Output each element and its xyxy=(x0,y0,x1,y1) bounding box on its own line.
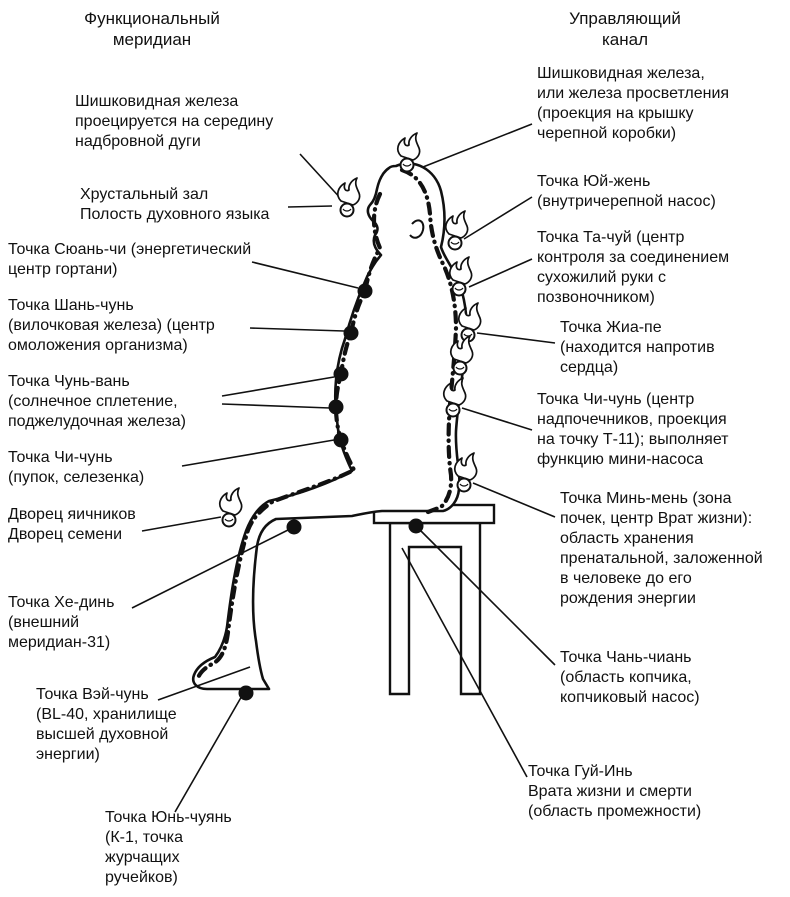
label-crystal-hall: Хрустальный зал Полость духовного языка xyxy=(80,186,270,223)
connector-lines xyxy=(131,123,556,813)
connector-line xyxy=(401,547,528,778)
flame-icon xyxy=(336,177,361,218)
connector-line xyxy=(221,403,331,409)
label-chi-chun: Точка Чи-чунь (пупок, селезенка) xyxy=(8,449,145,486)
point-dot xyxy=(408,518,424,534)
label-ta-chuy: Точка Та-чуй (центр контроля за соединен… xyxy=(537,229,730,306)
label-chi-chun-back: Точка Чи-чунь (центр надпочечников, прое… xyxy=(537,391,729,468)
connector-line xyxy=(249,327,345,332)
point-dot xyxy=(286,519,302,535)
connector-line xyxy=(221,376,335,397)
connector-line xyxy=(299,153,344,202)
governing-meridian-line xyxy=(399,167,459,515)
connector-line xyxy=(476,332,556,344)
flame-icon xyxy=(448,256,473,297)
label-guy-in: Точка Гуй-Инь Врата жизни и смерти (обла… xyxy=(528,763,702,820)
connector-line xyxy=(131,528,291,609)
label-he-din: Точка Хе-динь (внешний меридиан-31) xyxy=(8,594,115,651)
point-dot xyxy=(333,366,349,382)
label-min-men: Точка Минь-мень (зона почек, центр Врат … xyxy=(560,490,763,607)
label-zhia-pe: Точка Жиа-пе (находится напротив сердца) xyxy=(560,319,715,376)
point-dot xyxy=(238,685,254,701)
connector-line xyxy=(174,693,244,813)
meridian-point-dots xyxy=(238,283,424,701)
connector-line xyxy=(422,123,533,168)
point-dot xyxy=(328,399,344,415)
connector-line xyxy=(468,258,533,288)
label-vey-chun: Точка Вэй-чунь (BL-40, хранилище высшей … xyxy=(36,686,177,763)
point-dot xyxy=(343,325,359,341)
connector-line xyxy=(463,196,533,240)
connector-line xyxy=(181,439,335,467)
connector-line xyxy=(141,516,222,532)
connector-line xyxy=(461,407,533,431)
governing-channel-header: Управляющий канал xyxy=(569,9,681,49)
label-pineal-crown: Шишковидная железа, или железа просветле… xyxy=(537,65,730,142)
label-pineal-brow: Шишковидная железа проецируется на серед… xyxy=(75,93,274,150)
connector-line xyxy=(251,261,359,289)
stool xyxy=(372,503,496,696)
flame-icon xyxy=(218,487,243,528)
label-yun-chuyan: Точка Юнь-чуянь (К-1, точка журчащих руч… xyxy=(105,809,232,886)
label-chan-chian: Точка Чань-чиань (область копчика, копчи… xyxy=(560,649,700,706)
point-dot xyxy=(333,432,349,448)
label-chun-van: Точка Чунь-вань (солнечное сплетение, по… xyxy=(8,373,186,430)
connector-line xyxy=(419,529,556,666)
connector-line xyxy=(472,482,556,518)
connector-line xyxy=(287,205,333,208)
stool-legs xyxy=(388,521,482,696)
ear-icon xyxy=(409,219,425,239)
point-dot xyxy=(357,283,373,299)
label-palaces: Дворец яичников Дворец семени xyxy=(8,506,136,543)
flame-icon xyxy=(444,210,469,251)
functional-meridian-header: Функциональный меридиан xyxy=(84,9,220,49)
label-yu-zhen: Точка Юй-жень (внутричерепной насос) xyxy=(537,173,716,210)
label-xuan-chi: Точка Сюань-чи (энергетический центр гор… xyxy=(8,241,252,278)
label-shan-chun: Точка Шань-чунь (вилочковая железа) (цен… xyxy=(8,297,215,354)
connector-line xyxy=(157,666,251,701)
